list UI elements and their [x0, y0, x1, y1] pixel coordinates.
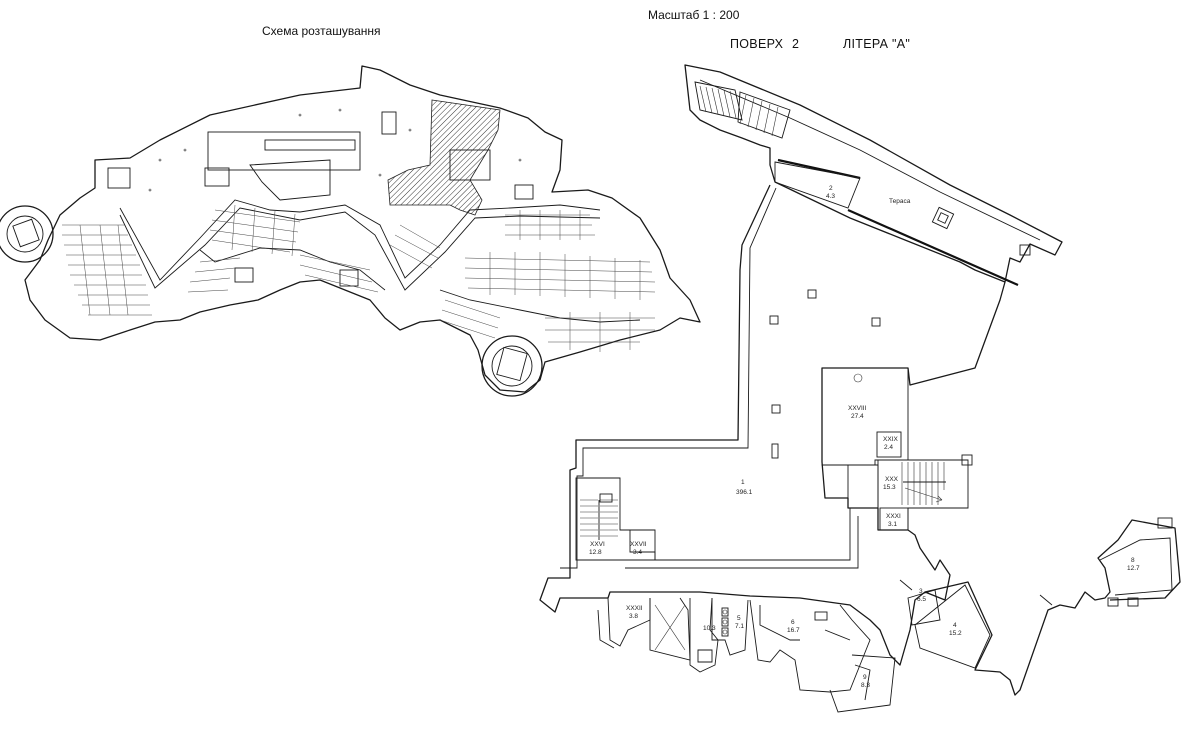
terrace-staircase	[694, 81, 791, 139]
room-XXVII-number: XXVII	[630, 541, 647, 548]
room-5-number: 5	[737, 615, 741, 622]
columns	[769, 289, 881, 459]
room-9-number: 9	[863, 674, 867, 681]
room-labels: Тераса 1 396.1 2 4.3 3 6.5 4 15.2 5 7.1 …	[589, 185, 1140, 689]
terrace-outline	[684, 64, 1063, 283]
room-XXXI-outline	[879, 507, 909, 531]
room-XXX-area: 15.3	[883, 484, 896, 491]
room-8-area: 12.7	[1127, 565, 1140, 572]
parking-stalls-left	[62, 224, 152, 316]
room-XXVIII-number: XXVIII	[848, 405, 867, 412]
room-XXXI-area: 3.1	[888, 521, 897, 528]
room-6-area: 16.7	[787, 627, 800, 634]
site-plan-title: Схема розташування	[262, 24, 381, 38]
floor-plan	[539, 64, 1181, 713]
room-XXIX-number: XXIX	[883, 436, 898, 443]
room-XXVII-area: 3.4	[633, 549, 642, 556]
room-5-area: 7.1	[735, 623, 744, 630]
bottom-round-tower	[481, 335, 543, 397]
room-6-number: 6	[791, 619, 795, 626]
room-XXXII-number: XXXII	[626, 605, 643, 612]
room-1-number: 1	[741, 479, 745, 486]
floor-label: ПОВЕРХ	[730, 37, 784, 51]
room-XXIX-outline	[876, 431, 902, 458]
room-XXVI-area: 12.8	[589, 549, 602, 556]
liter-label: ЛІТЕРА "А"	[843, 37, 911, 51]
stair-core-left	[575, 477, 656, 561]
room-XXVI-number: XXVI	[590, 541, 605, 548]
room-3-area: 6.5	[917, 596, 926, 603]
terrace-boundary	[847, 208, 1019, 287]
terrace-skylight	[931, 206, 955, 230]
room-wc-area: 10.3	[703, 625, 716, 632]
left-round-tower	[0, 205, 54, 263]
site-plan-outline	[24, 65, 701, 393]
main-hall-outline	[539, 184, 1006, 666]
parking-stalls-right	[389, 210, 656, 352]
room-9-area: 8.3	[861, 682, 870, 689]
room-2-number: 2	[829, 185, 833, 192]
room-2-outline	[774, 161, 861, 209]
terrace-label: Тераса	[889, 198, 911, 205]
room-XXVIII-outline	[821, 367, 909, 466]
scale-label: Масштаб 1 : 200	[648, 8, 740, 22]
room-XXIX-area: 2.4	[884, 444, 893, 451]
highlighted-area	[387, 99, 501, 216]
room-XXXII-area: 3.8	[629, 613, 638, 620]
room-4-number: 4	[953, 622, 957, 629]
room-XXX-number: XXX	[885, 476, 899, 483]
room-4-area: 15.2	[949, 630, 962, 637]
room-XXVIII-area: 27.4	[851, 413, 864, 420]
room-3-number: 3	[919, 588, 923, 595]
room-2-area: 4.3	[826, 193, 835, 200]
site-plan	[0, 65, 701, 397]
parking-stalls-center	[187, 204, 379, 293]
room-XXXI-number: XXXI	[886, 513, 901, 520]
room-8-number: 8	[1131, 557, 1135, 564]
bottom-rooms	[597, 517, 1181, 713]
floor-number: 2	[792, 37, 799, 51]
room-1-area: 396.1	[736, 489, 753, 496]
